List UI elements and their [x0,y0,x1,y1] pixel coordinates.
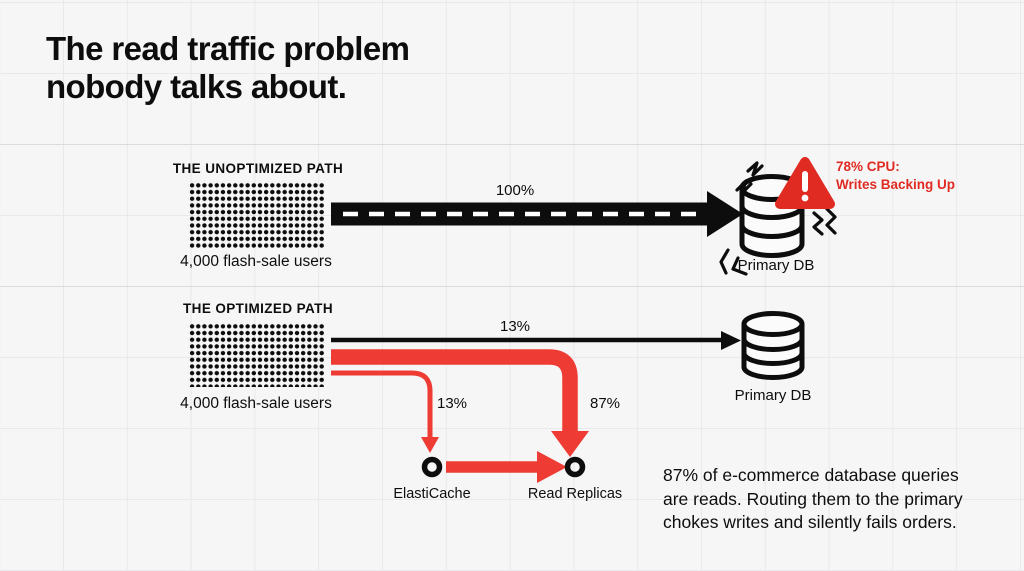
read-replicas-label: Read Replicas [527,486,623,502]
unoptimized-users-label: 4,000 flash-sale users [180,253,332,270]
unoptimized-flow-arrow [331,191,743,237]
optimized-users-label: 4,000 flash-sale users [180,395,332,412]
elasticache-label: ElastiCache [393,486,471,502]
user-dot-grid-optimized [188,322,324,387]
warning-triangle-icon [775,157,835,209]
section-divider-top [0,144,1024,145]
optimized-primary-pct: 13% [499,318,531,335]
unoptimized-section-label: THE UNOPTIMIZED PATH [172,161,344,176]
primary-db-icon-overloaded [739,174,805,258]
cache-to-replicas-arrow [446,451,567,483]
optimized-section-label: THE OPTIMIZED PATH [183,301,333,316]
optimized-replicas-pct: 87% [589,395,621,412]
section-divider-bottom [0,286,1024,287]
optimized-primary-flow-arrow [331,331,741,350]
read-replicas-node-icon [564,456,586,478]
footnote-text: 87% of e-commerce database queries are r… [663,465,963,532]
primary-db-icon [741,311,805,380]
page-title: The read traffic problem nobody talks ab… [46,30,410,105]
unoptimized-traffic-pct: 100% [495,182,535,199]
cpu-alert-text: 78% CPU: Writes Backing Up [836,159,956,192]
cache-flow-arrow [331,370,439,453]
user-dot-grid-unoptimized [188,181,324,248]
optimized-cache-pct: 13% [436,395,468,412]
primary-db-label-optimized: Primary DB [734,387,812,404]
elasticache-node-icon [421,456,443,478]
primary-db-label-unoptimized: Primary DB [737,257,815,274]
